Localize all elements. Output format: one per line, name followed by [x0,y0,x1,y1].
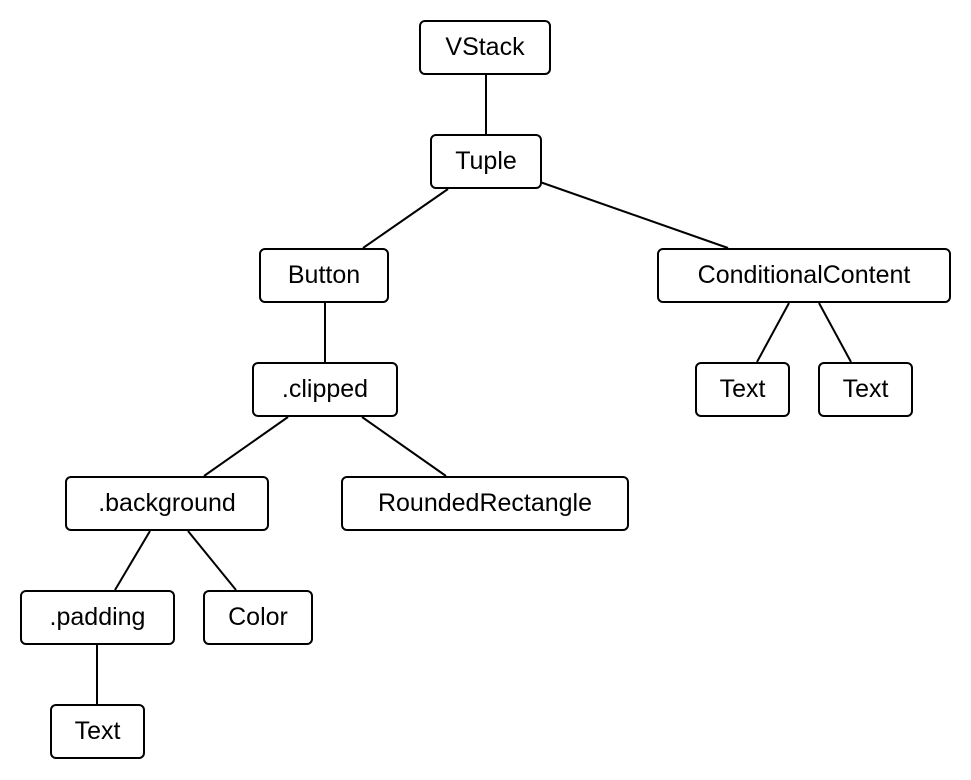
node-conditional-content: ConditionalContent [657,248,951,303]
edge-clipped-to-rounded-rectangle [361,416,447,477]
edge-conditional-to-text-cond-2 [818,302,852,363]
node-rounded-rectangle: RoundedRectangle [341,476,629,531]
node-vstack: VStack [419,20,551,75]
node-clipped: .clipped [252,362,398,417]
node-button: Button [259,248,389,303]
node-text-conditional-first: Text [695,362,790,417]
edge-background-to-color [187,530,237,591]
node-tuple: Tuple [430,134,542,189]
node-background: .background [65,476,269,531]
edge-tuple-to-conditional [539,181,729,249]
edge-tuple-to-button [362,188,449,249]
node-color: Color [203,590,313,645]
edge-clipped-to-background [203,416,289,477]
edge-background-to-padding [114,530,151,591]
node-text-conditional-second: Text [818,362,913,417]
node-text-leaf: Text [50,704,145,759]
node-padding: .padding [20,590,175,645]
edge-conditional-to-text-cond-1 [756,302,790,363]
